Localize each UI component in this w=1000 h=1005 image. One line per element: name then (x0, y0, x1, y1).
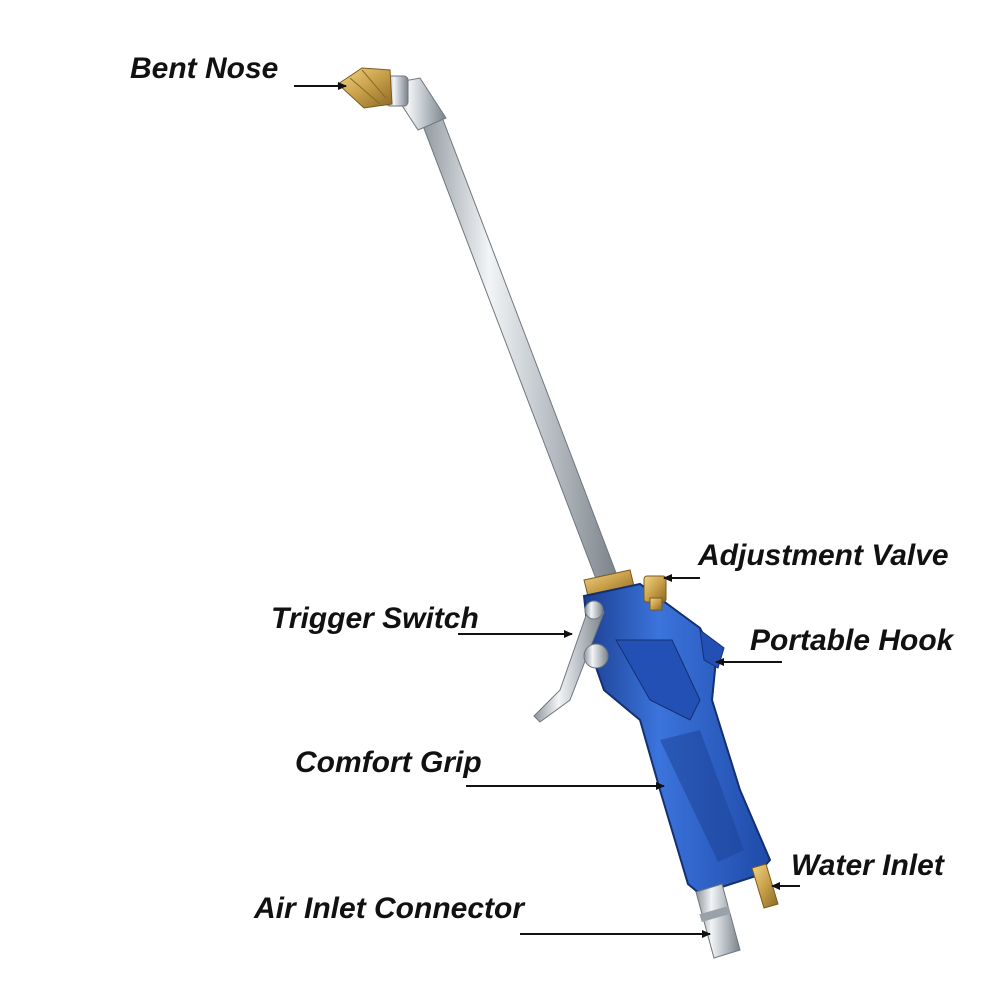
bent-nose (337, 67, 447, 131)
label-comfort-grip: Comfort Grip (295, 746, 482, 779)
label-trigger-switch: Trigger Switch (271, 602, 479, 635)
air-inlet-connector (695, 883, 741, 959)
adjustment-valve (643, 575, 667, 611)
trigger-lever (533, 600, 609, 723)
label-portable-hook: Portable Hook (750, 624, 954, 657)
callout-lines (294, 82, 800, 938)
water-inlet-fitting (751, 863, 779, 909)
extension-tube (419, 111, 619, 585)
label-air-inlet-connector: Air Inlet Connector (254, 892, 525, 925)
gun-body (582, 582, 772, 896)
label-adjustment-valve: Adjustment Valve (698, 539, 949, 572)
label-bent-nose: Bent Nose (130, 52, 279, 85)
label-water-inlet: Water Inlet (791, 849, 944, 882)
